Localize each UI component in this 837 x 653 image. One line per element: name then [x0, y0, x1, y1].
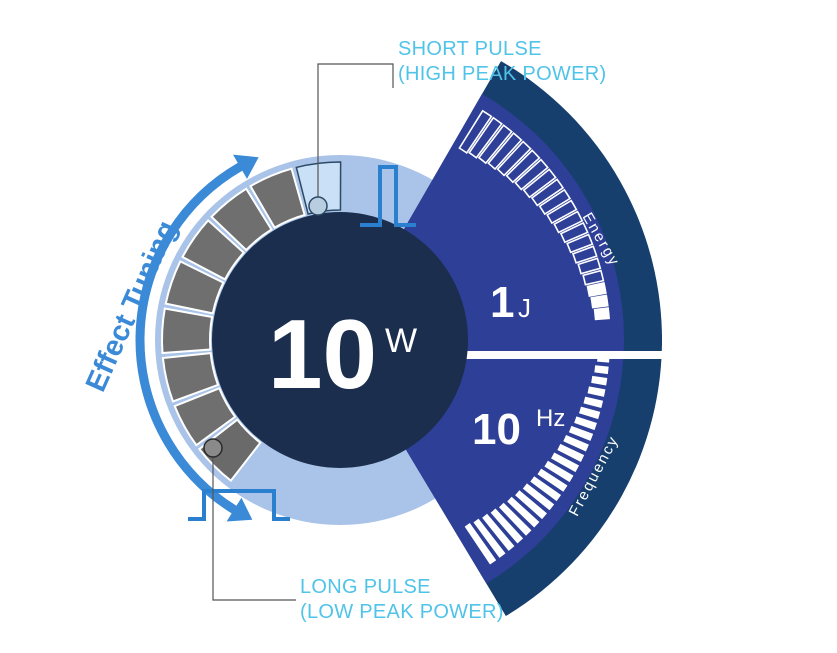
pulse-segment: [161, 352, 220, 403]
long-pulse-waveform-icon: [188, 489, 290, 521]
frequency-bar: [579, 406, 601, 420]
pulse-segment: [197, 418, 262, 483]
frequency-bar: [568, 425, 594, 441]
pulse-segment: [164, 260, 225, 315]
arrow-head-bottom-icon: [226, 497, 253, 522]
curved-arrow-icon: [135, 162, 245, 515]
frequency-level-bars: [464, 359, 610, 565]
frequency-bar: [490, 508, 524, 544]
short-pulse-waveform-icon: [360, 165, 416, 227]
energy-bar: [468, 116, 503, 159]
energy-bar: [577, 257, 602, 275]
frequency-bar: [537, 468, 568, 492]
energy-bar: [505, 149, 541, 184]
short-pulse-subtitle: (HIGH PEAK POWER): [398, 63, 607, 85]
energy-value: 1: [490, 278, 514, 327]
energy-bar: [590, 294, 609, 309]
energy-bar: [477, 124, 513, 165]
energy-bar: [593, 307, 610, 321]
center-disc: [212, 212, 468, 468]
energy-bar: [487, 132, 523, 171]
power-unit: W: [385, 322, 417, 360]
energy-bar: [582, 269, 605, 286]
pulse-segment: [181, 219, 246, 281]
long-pulse-subtitle: (LOW PEAK POWER): [300, 601, 504, 623]
energy-bar: [553, 210, 584, 234]
frequency-bar: [473, 518, 506, 558]
energy-bar: [458, 109, 493, 154]
long-pulse-leader-line: [212, 451, 296, 601]
frequency-bar: [591, 375, 608, 386]
frequency-unit: Hz: [536, 405, 565, 432]
energy-bar: [586, 281, 607, 297]
frequency-bar: [507, 496, 540, 528]
short-pulse-indicator: [308, 196, 328, 216]
frequency-bar: [583, 396, 604, 409]
energy-bar: [566, 233, 594, 254]
short-pulse-title: SHORT PULSE: [398, 38, 542, 60]
pulse-segment: [173, 386, 237, 447]
frequency-bar: [563, 435, 589, 452]
energy-bar: [496, 140, 532, 177]
pulse-segment-ring: [161, 161, 342, 483]
frequency-bar: [515, 490, 547, 520]
long-pulse-indicator: [203, 438, 223, 458]
long-pulse-callout: LONG PULSE (LOW PEAK POWER): [300, 575, 504, 625]
frequency-bar: [499, 502, 532, 536]
long-pulse-title: LONG PULSE: [300, 576, 431, 598]
frequency-bar: [594, 365, 609, 375]
frequency-value: 10: [472, 405, 521, 454]
frequency-bar: [522, 483, 555, 511]
pulse-segment: [249, 167, 306, 230]
power-value: 10: [268, 299, 377, 409]
frequency-bar: [551, 452, 580, 473]
energy-bar: [514, 158, 549, 191]
energy-bar: [522, 168, 557, 199]
short-pulse-callout: SHORT PULSE (HIGH PEAK POWER): [398, 37, 606, 87]
pulse-segment: [161, 307, 214, 355]
energy-bar: [538, 188, 572, 216]
energy-level-bars: [458, 109, 610, 321]
short-pulse-leader-line: [317, 63, 394, 204]
frequency-bar: [544, 460, 574, 483]
energy-bar: [530, 178, 565, 207]
pulse-segment: [210, 187, 273, 252]
frequency-bar: [482, 513, 515, 551]
frequency-bar: [587, 386, 606, 397]
frequency-bar: [464, 523, 497, 565]
frequency-bar: [530, 476, 562, 502]
frequency-bar: [597, 359, 610, 363]
arrow-head-top-icon: [233, 154, 259, 179]
energy-unit: J: [518, 293, 531, 323]
energy-bar: [546, 199, 578, 225]
frequency-bar: [574, 416, 597, 431]
energy-bar: [559, 221, 589, 244]
energy-bar: [571, 245, 598, 264]
sector-divider: [420, 351, 720, 359]
frequency-bar: [557, 443, 585, 462]
